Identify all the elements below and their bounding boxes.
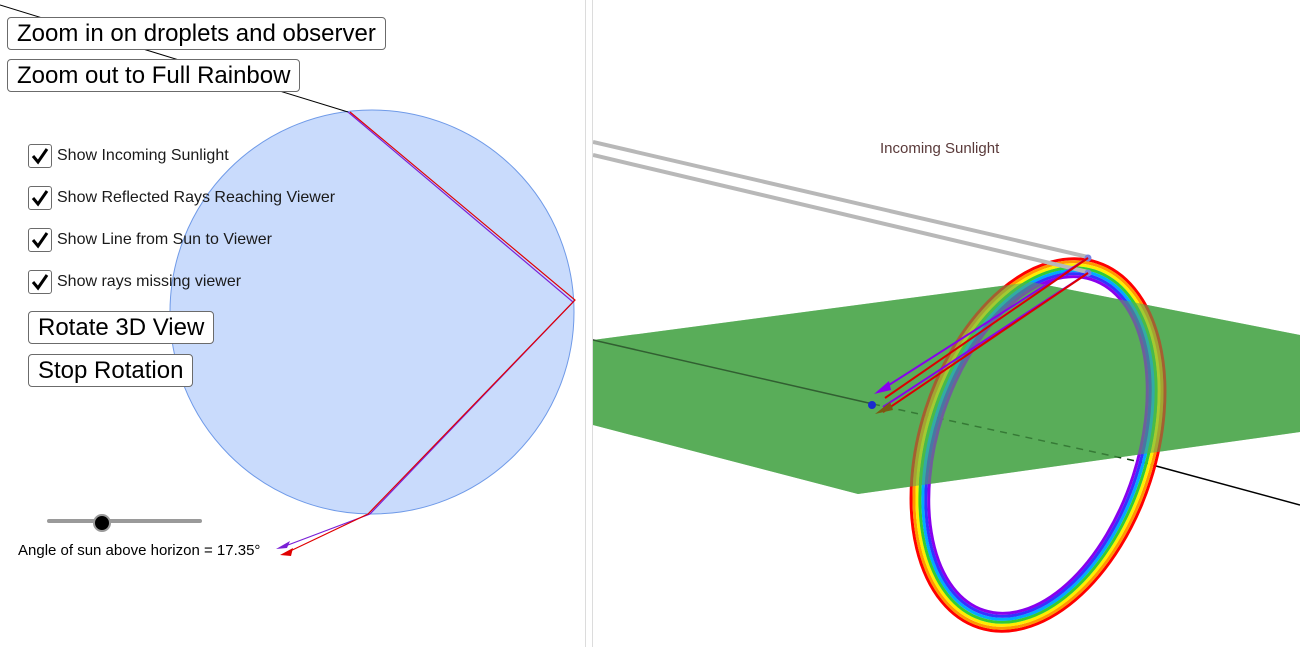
- checkbox[interactable]: [28, 144, 52, 168]
- zoom-out-button[interactable]: Zoom out to Full Rainbow: [7, 59, 301, 92]
- sun-viewer-line-ext: [1144, 462, 1300, 506]
- checkbox[interactable]: [28, 186, 52, 210]
- 2d-droplet-view[interactable]: Zoom in on droplets and observer Zoom ou…: [0, 0, 585, 647]
- red-ray-1: [884, 257, 1089, 399]
- sun-angle-label: Angle of sun above horizon = 17.35°: [18, 542, 261, 559]
- checkbox-label: Show Line from Sun to Viewer: [57, 231, 272, 248]
- checkmark-icon: [31, 190, 49, 207]
- ground-overlay: [593, 282, 1300, 494]
- checkmark-icon: [31, 148, 49, 165]
- violet-arrowhead-icon: [276, 541, 290, 549]
- water-droplet: [169, 109, 575, 515]
- droplet-diagram: [0, 4, 576, 556]
- sunlight-beam-1: [593, 140, 1089, 259]
- slider-track[interactable]: [47, 519, 202, 523]
- rotate-3d-view-button[interactable]: Rotate 3D View: [28, 311, 215, 344]
- checkbox-reflected-rays[interactable]: Show Reflected Rays Reaching Viewer: [28, 185, 335, 211]
- observer-point: [868, 401, 876, 409]
- red-arrowhead-icon: [280, 548, 293, 556]
- violet-ray-1: [877, 257, 1089, 393]
- checkbox-rays-missing[interactable]: Show rays missing viewer: [28, 269, 241, 295]
- checkmark-icon: [31, 274, 49, 291]
- red-ray: [285, 111, 576, 554]
- violet-arrow-icon: [874, 381, 891, 394]
- red-arrow-icon: [875, 402, 893, 414]
- sunlight-beam-2: [593, 153, 1089, 274]
- checkbox-label: Show Incoming Sunlight: [57, 147, 229, 164]
- incoming-sunlight-label: Incoming Sunlight: [880, 140, 1000, 157]
- stop-rotation-button[interactable]: Stop Rotation: [28, 354, 194, 387]
- checkbox-incoming-sunlight[interactable]: Show Incoming Sunlight: [28, 143, 229, 169]
- violet-ray: [279, 111, 574, 549]
- sun-angle-slider[interactable]: [47, 512, 202, 532]
- checkbox-label: Show Reflected Rays Reaching Viewer: [57, 189, 336, 206]
- slider-handle[interactable]: [93, 514, 111, 532]
- checkmark-icon: [31, 232, 49, 249]
- 3d-scene: [593, 140, 1300, 633]
- red-ray-2: [882, 272, 1089, 413]
- zoom-in-button[interactable]: Zoom in on droplets and observer: [7, 17, 386, 50]
- checkbox-label: Show rays missing viewer: [57, 273, 242, 290]
- checkbox[interactable]: [28, 228, 52, 252]
- checkbox[interactable]: [28, 270, 52, 294]
- checkbox-sun-line[interactable]: Show Line from Sun to Viewer: [28, 227, 272, 253]
- panel-divider[interactable]: [585, 0, 593, 647]
- 3d-rainbow-view[interactable]: Incoming Sunlight: [593, 0, 1300, 647]
